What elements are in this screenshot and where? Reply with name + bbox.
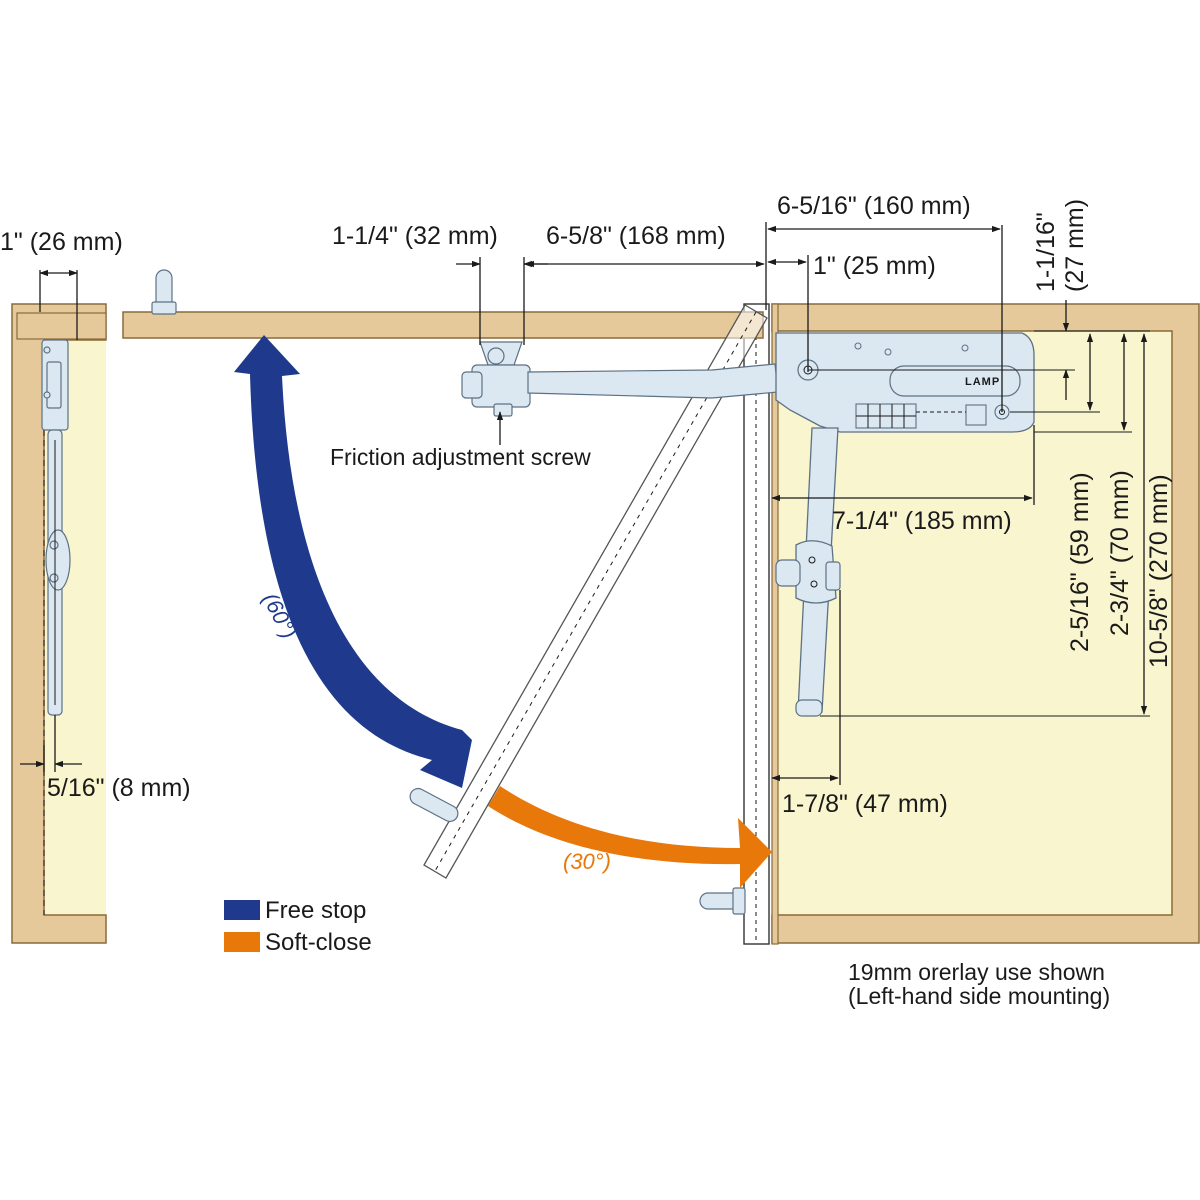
stay-arm <box>527 363 779 399</box>
lid-open <box>122 269 764 339</box>
dim-mount-spacing: 1-1/4" (32 mm) <box>332 222 498 250</box>
dim-arm-offset: 1-7/8" (47 mm) <box>782 790 948 818</box>
top-dimensions: 1-1/4" (32 mm) 6-5/8" (168 mm) 6-5/16" (… <box>332 192 1003 412</box>
dim-left-offset: 5/16" (8 mm) <box>47 774 191 802</box>
door-knob-closed <box>699 887 746 915</box>
dim-height-70: 2-3/4" (70 mm) <box>1106 470 1134 636</box>
brand-label: LAMP <box>965 376 1000 388</box>
dim-top-to-hole-mm: (27 mm) <box>1061 199 1089 292</box>
friction-screw-label: Friction adjustment screw <box>330 444 591 470</box>
side-view: 1" (26 mm) 5/16" (8 mm) <box>0 228 191 944</box>
dim-door-to-pivot: 1" (25 mm) <box>813 252 936 280</box>
dim-body-length: 6-5/16" (160 mm) <box>777 192 971 220</box>
free-stop-arrow: (60°) <box>234 335 472 788</box>
dim-side-panel-thickness: 1" (26 mm) <box>0 228 123 256</box>
lid-panel <box>122 311 764 339</box>
footnote-line-2: (Left-hand side mounting) <box>848 983 1110 1009</box>
right-dimensions: 1-1/16" (27 mm) 2-5/16" (59 mm) 2-3/4" (… <box>808 199 1173 717</box>
dim-height-270: 10-5/8" (270 mm) <box>1145 474 1173 668</box>
side-clip-bracket <box>775 540 841 604</box>
door-intermediate <box>409 304 768 879</box>
legend-swatch-soft-close <box>224 932 260 952</box>
dim-depth-overall: 7-1/4" (185 mm) <box>832 507 1012 535</box>
dim-mount-to-door: 6-5/8" (168 mm) <box>546 222 726 250</box>
lower-dimensions: 7-1/4" (185 mm) 1-7/8" (47 mm) <box>771 425 1035 818</box>
legend-label-soft-close: Soft-close <box>265 929 372 956</box>
dim-top-to-hole: 1-1/16" <box>1032 212 1060 292</box>
legend-label-free-stop: Free stop <box>265 897 366 924</box>
side-view-stay <box>41 339 71 716</box>
legend: Free stop Soft-close <box>224 897 372 956</box>
angle-soft-close: (30°) <box>563 849 611 874</box>
cabinet-side-edge <box>771 303 779 945</box>
legend-swatch-free-stop <box>224 900 260 920</box>
dim-height-59: 2-5/16" (59 mm) <box>1066 472 1094 652</box>
side-view-lid-edge <box>16 312 107 340</box>
lid-knob-open <box>151 269 177 315</box>
door-knob-intermediate <box>409 787 459 823</box>
soft-close-arrow: (30°) <box>488 786 772 888</box>
footnote: 19mm orerlay use shown (Left-hand side m… <box>848 959 1110 1009</box>
footnote-line-1: 19mm orerlay use shown <box>848 959 1105 985</box>
mounting-bracket <box>461 341 531 417</box>
